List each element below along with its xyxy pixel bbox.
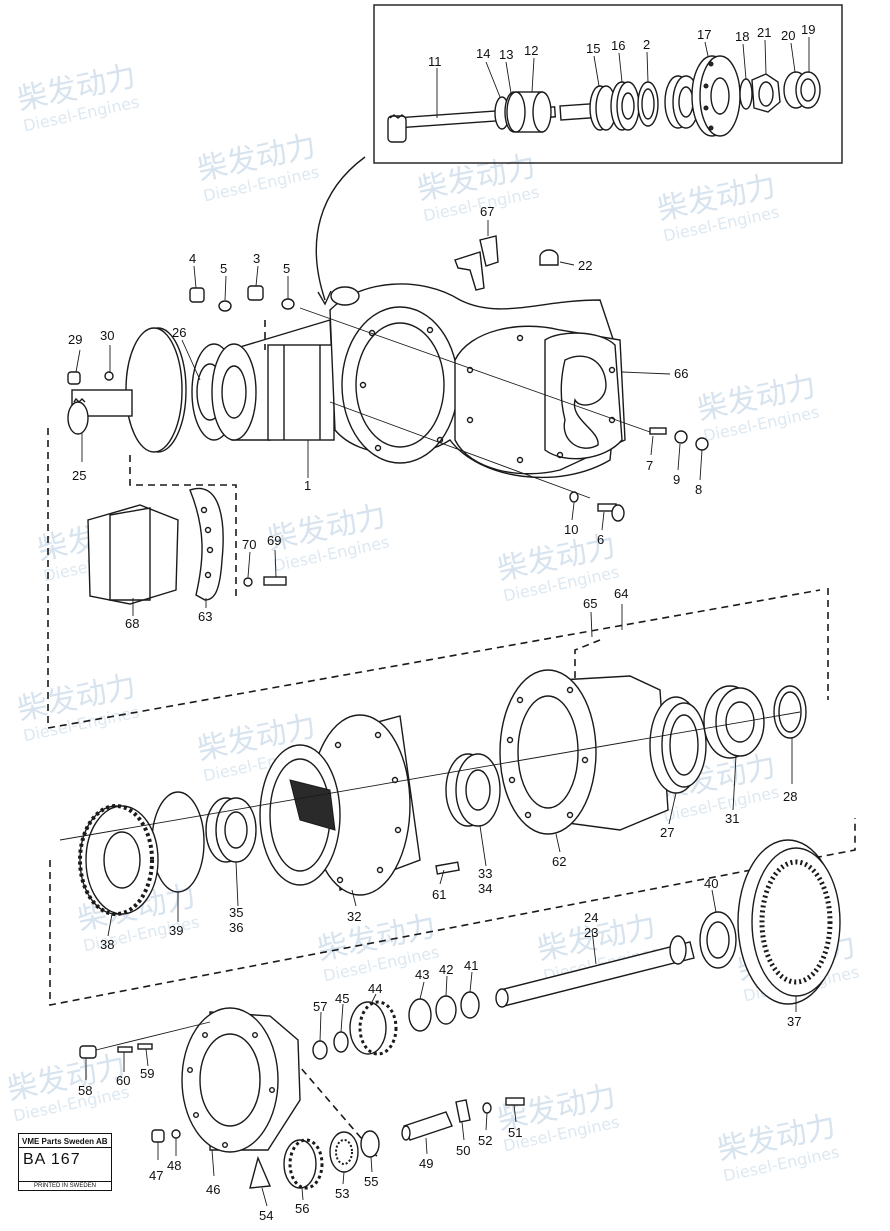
callout-label: 17 [697,27,711,42]
callout-label: 30 [100,328,114,343]
axle-housing [229,283,651,499]
callout-label: 60 [116,1073,130,1088]
callout-label: 31 [725,811,739,826]
callout-label: 46 [206,1182,220,1197]
callout-label: 52 [478,1133,492,1148]
callout-label: 4 [189,251,196,266]
callout-label: 10 [564,522,578,537]
callout-label: 5 [220,261,227,276]
callout-label: 29 [68,332,82,347]
callout-label: 34 [478,881,492,896]
callout-label: 61 [432,887,446,902]
callout-label: 55 [364,1174,378,1189]
callout-label: 16 [611,38,625,53]
callout-labels: 11 14 13 12 15 16 2 17 18 21 20 19 67 22… [68,22,815,1223]
callout-label: 28 [783,789,797,804]
callout-label: 27 [660,825,674,840]
plugs-and-washers [67,235,709,522]
stamp-code: BA 167 [23,1151,81,1168]
parts-catalog-stamp: VME Parts Sweden AB BA 167 PRINTED IN SW… [18,1133,112,1191]
callout-label: 41 [464,958,478,973]
callout-label: 37 [787,1014,801,1029]
stamp-footer: PRINTED IN SWEDEN [19,1181,111,1190]
callout-label: 6 [597,532,604,547]
callout-label: 8 [695,482,702,497]
callout-label: 68 [125,616,139,631]
callout-label: 11 [428,54,442,69]
inset-pointer-arrow [315,156,366,301]
callout-label: 50 [456,1143,470,1158]
axle-flange-25-26 [67,327,257,453]
callout-label: 25 [72,468,86,483]
callout-label: 65 [583,596,597,611]
callout-label: 70 [242,537,256,552]
callout-label: 58 [78,1083,92,1098]
callout-label: 23 [584,925,598,940]
callout-label: 19 [801,22,815,37]
stamp-company: VME Parts Sweden AB [19,1134,111,1148]
callout-label: 7 [646,458,653,473]
callout-label: 20 [781,28,795,43]
callout-label: 48 [167,1158,181,1173]
callout-label: 36 [229,920,243,935]
callout-label: 21 [757,25,771,40]
callout-label: 45 [335,991,349,1006]
pinion-inset [373,4,843,164]
callout-label: 1 [304,478,311,493]
callout-label: 59 [140,1066,154,1081]
callout-label: 13 [499,47,513,62]
callout-label: 42 [439,962,453,977]
callout-label: 3 [253,251,260,266]
leader-lines [75,220,797,1207]
callout-label: 14 [476,46,490,61]
callout-label: 56 [295,1201,309,1216]
callout-label: 12 [524,43,538,58]
callout-label: 66 [674,366,688,381]
callout-label: 22 [578,258,592,273]
callout-label: 15 [586,41,600,56]
callout-label: 35 [229,905,243,920]
callout-label: 57 [313,999,327,1014]
callout-label: 32 [347,909,361,924]
callout-label: 51 [508,1125,522,1140]
callout-label: 40 [704,876,718,891]
callout-label: 43 [415,967,429,982]
callout-label: 33 [478,866,492,881]
callout-label: 38 [100,937,114,952]
planetary-assembly [79,839,841,1190]
callout-label: 2 [643,37,650,52]
callout-label: 67 [480,204,494,219]
callout-label: 9 [673,472,680,487]
callout-label: 64 [614,586,628,601]
brake-bracket-68-63 [87,487,287,605]
callout-label: 69 [267,533,281,548]
callout-label: 54 [259,1208,273,1223]
callout-label: 18 [735,29,749,44]
callout-label: 24 [584,910,598,925]
callout-label: 47 [149,1168,163,1183]
callout-label: 49 [419,1156,433,1171]
callout-label: 26 [172,325,186,340]
callout-label: 63 [198,609,212,624]
callout-label: 39 [169,923,183,938]
callout-label: 5 [283,261,290,276]
wheel-hub-assembly [59,669,807,916]
callout-label: 62 [552,854,566,869]
assembly-dashed-lines [47,320,856,1161]
callout-label: 44 [368,981,382,996]
callout-label: 53 [335,1186,349,1201]
